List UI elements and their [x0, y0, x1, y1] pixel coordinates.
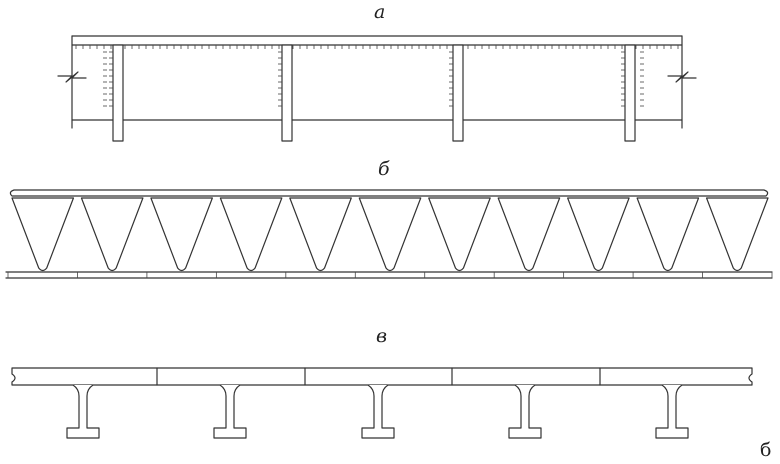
truss-triangle-6: [358, 197, 422, 272]
truss-top-chord: [9, 189, 769, 197]
corner-label: б: [760, 439, 772, 461]
truss-triangle-4: [219, 197, 283, 272]
label-a: а: [374, 1, 386, 23]
truss-triangle-10: [636, 197, 700, 272]
section-a-ribbed-slab: [57, 35, 697, 142]
rib-2: [281, 44, 293, 142]
label-b: б: [378, 158, 390, 180]
truss-triangle-2: [80, 197, 144, 272]
deck-t-beams: [66, 384, 689, 439]
rib-4: [624, 44, 636, 142]
truss-triangle-5: [289, 197, 352, 272]
section-b-truss-panel: [5, 189, 773, 279]
truss-triangle-8: [497, 197, 561, 272]
t-beam-5: [655, 384, 689, 439]
break-symbol-left: [57, 71, 87, 83]
truss-triangle-3: [150, 197, 213, 272]
rib-1: [112, 44, 124, 142]
truss-triangle-9: [567, 197, 630, 272]
t-beam-4: [508, 384, 542, 439]
truss-triangle-1: [11, 197, 75, 272]
deck-plate: [11, 367, 753, 386]
section-c-t-beam-deck: [11, 367, 753, 439]
slab-a-ribs: [103, 44, 644, 142]
rib-3: [452, 44, 464, 142]
truss-triangle-7: [428, 197, 491, 272]
break-symbol-right: [667, 71, 697, 83]
label-v: в: [376, 325, 388, 347]
t-beam-1: [66, 384, 100, 439]
truss-triangles: [7, 197, 773, 278]
truss-triangle-11: [705, 197, 769, 272]
t-beam-3: [361, 384, 395, 439]
t-beam-2: [213, 384, 247, 439]
